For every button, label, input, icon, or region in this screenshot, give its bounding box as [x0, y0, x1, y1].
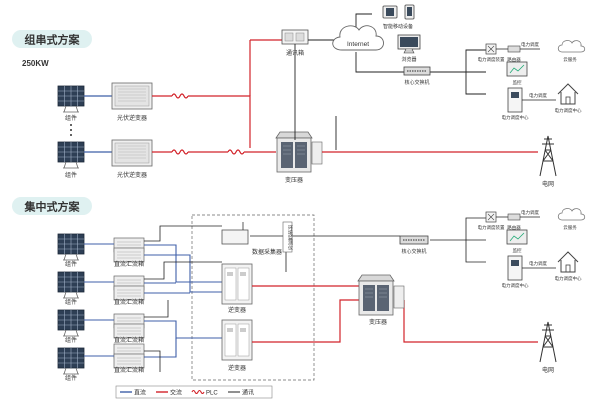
- transmission-tower-icon: [539, 135, 557, 177]
- grid-label: 电网: [542, 366, 554, 374]
- browser-label: 浏览器: [401, 56, 416, 63]
- cloud-icon: [557, 40, 586, 53]
- legend: 直流 交流 PLC 通讯: [115, 385, 273, 399]
- transformer-icon: [357, 274, 395, 316]
- house-icon: [557, 251, 579, 273]
- data-collector-icon: [221, 229, 249, 245]
- dispatch-center-label: 电力调度中心: [555, 275, 582, 282]
- dc-combiner-label: 直流汇流箱: [114, 336, 144, 344]
- monitor-label: 监控: [513, 79, 522, 86]
- central-section-title: 集中式方案: [24, 200, 81, 214]
- legend-comm-label: 通讯: [242, 389, 254, 397]
- module-label: 组件: [65, 114, 77, 122]
- combiner-box-icon: [113, 285, 145, 301]
- station-boundary: [191, 214, 315, 381]
- panel-row: 组件 直流汇流箱: [57, 271, 145, 306]
- dispatch-cabinet-icon: [507, 87, 523, 113]
- legend-ac-label: 交流: [170, 389, 182, 397]
- solar-panel-icon: [57, 85, 85, 113]
- transformer-side-cabinet: [311, 141, 323, 165]
- ac-line: [152, 39, 282, 155]
- module-label: 组件: [65, 336, 77, 344]
- solar-panel-icon: [57, 309, 85, 337]
- plant-network-device-label: 电力调度装置: [478, 56, 505, 63]
- central-section-badge: 集中式方案: [12, 197, 92, 215]
- dc-combiner-label: 直流汇流箱: [114, 260, 144, 268]
- dispatch-line-label: 电力调度: [521, 209, 539, 216]
- string-section-title: 组串式方案: [25, 33, 81, 47]
- router-label: 路由器: [507, 224, 521, 231]
- inverter-icon: [221, 319, 253, 361]
- legend-plc-label: PLC: [206, 391, 218, 397]
- dispatch-cabinet-icon: [507, 255, 523, 281]
- dc-combiner-label: 直流汇流箱: [114, 366, 144, 374]
- solar-panel-icon: [57, 233, 85, 261]
- transformer-icon: [275, 131, 313, 173]
- panel-row: 组件 直流汇流箱: [57, 309, 145, 344]
- module-label: 组件: [65, 171, 77, 179]
- module-label: 组件: [65, 260, 77, 268]
- plant-network-device-label: 电力调度装置: [478, 224, 505, 231]
- dispatch-center-line-label: 电力调度: [529, 260, 547, 267]
- router-icon: [507, 45, 521, 53]
- internet-label: Internet: [347, 41, 369, 48]
- panel-row: 组件 直流汇流箱: [57, 343, 145, 382]
- monitor-icon: [506, 61, 528, 77]
- string-power-label: 250KW: [22, 59, 49, 68]
- monitor-label: 监控: [513, 247, 522, 254]
- dc-line: [84, 243, 222, 358]
- transformer-label: 变压器: [285, 176, 303, 184]
- module-label: 组件: [65, 298, 77, 306]
- env-monitor-vertical-label: 环境监测仪: [287, 225, 293, 250]
- internet-cloud-icon: [332, 25, 384, 51]
- grid-label: 电网: [542, 180, 554, 188]
- transmission-tower-icon: [539, 321, 557, 363]
- transformer-side-cabinet: [393, 285, 405, 309]
- data-collector-label: 数据采集器: [252, 248, 282, 256]
- solar-panel-icon: [57, 271, 85, 299]
- cloud-icon: [557, 208, 586, 221]
- inverter-label: 逆变器: [228, 364, 246, 372]
- monitor-icon: [506, 229, 528, 245]
- pv-inverter-label: 光伏逆变器: [117, 114, 147, 122]
- router-icon: [507, 213, 521, 221]
- panel-row: 组件 直流汇流箱: [57, 233, 145, 268]
- router-label: 路由器: [507, 56, 521, 63]
- pv-inverter-label: 光伏逆变器: [117, 171, 147, 179]
- transformer-label: 变压器: [369, 318, 387, 326]
- solar-panel-icon: [57, 347, 85, 375]
- dispatch-cabinet-label: 电力调度中心: [502, 114, 529, 121]
- dc-combiner-label: 直流汇流箱: [114, 298, 144, 306]
- comm-line: [294, 13, 486, 150]
- combiner-box-icon: [113, 247, 145, 263]
- legend-dc-label: 直流: [134, 389, 146, 397]
- core-switch-label: 核心交换机: [401, 248, 426, 255]
- house-icon: [557, 83, 579, 105]
- module-label: 组件: [65, 374, 77, 382]
- inverter-label: 逆变器: [228, 306, 246, 314]
- solar-panel-icon: [57, 141, 85, 169]
- string-section-badge: 组串式方案: [12, 30, 92, 48]
- dispatch-cabinet-label: 电力调度中心: [502, 282, 529, 289]
- ellipsis-dots: [70, 124, 72, 136]
- legend-plc-swatch: [191, 389, 205, 395]
- combiner-box-icon: [113, 323, 145, 339]
- pv-inverter-icon: [111, 139, 153, 167]
- dispatch-line-label: 电力调度: [521, 41, 539, 48]
- dispatch-center-label: 电力调度中心: [555, 107, 582, 114]
- cloud-label: 云服务: [563, 224, 577, 231]
- core-switch-label: 核心交换机: [404, 79, 429, 86]
- pv-inverter-icon: [111, 82, 153, 110]
- inverter-icon: [221, 263, 253, 305]
- comm-line: [144, 217, 486, 372]
- ac-line: [252, 285, 538, 343]
- smart-mobile-label: 智能移动设备: [383, 23, 413, 30]
- env-monitor-box: [282, 221, 293, 253]
- cloud-label: 云服务: [563, 56, 577, 63]
- dispatch-center-line-label: 电力调度: [529, 92, 547, 99]
- dc-line: [84, 95, 112, 153]
- combiner-box-icon: [113, 353, 145, 369]
